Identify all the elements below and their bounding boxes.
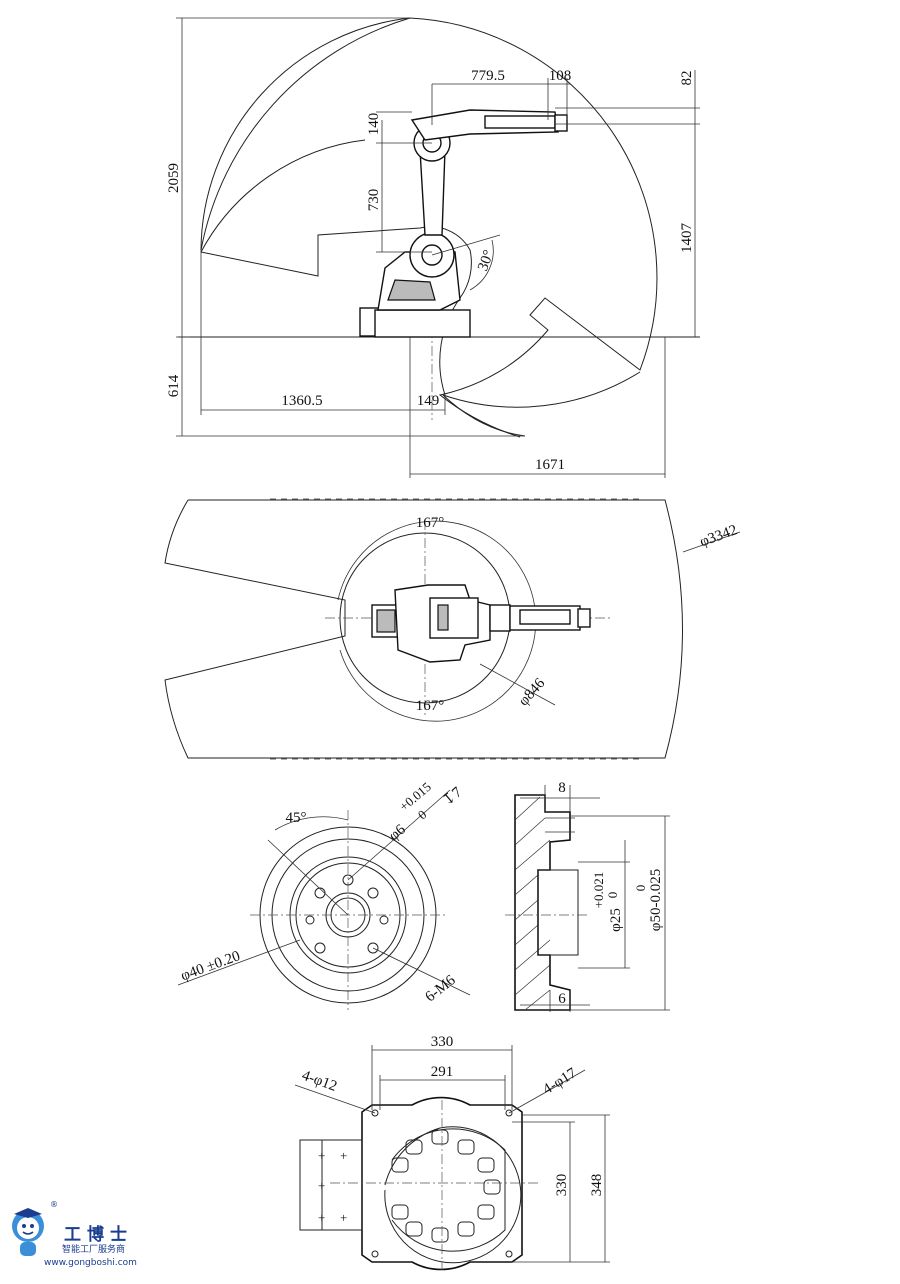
dim-base-outer-width: 330 bbox=[431, 1034, 454, 1050]
dim-section-bottom: 6 bbox=[558, 991, 566, 1007]
dim-upper-arm: 730 bbox=[366, 189, 382, 212]
brand-name: 工博士 bbox=[64, 1225, 133, 1245]
dim-arm-offset: 140 bbox=[366, 113, 382, 136]
svg-text:+: + bbox=[318, 1178, 325, 1193]
brand-slogan: 智能工厂服务商 bbox=[62, 1245, 126, 1255]
dim-inner-tol-upper: +0.021 bbox=[591, 872, 606, 909]
dim-inner-tol-lower: 0 bbox=[605, 892, 620, 899]
base-bolt-pockets bbox=[391, 1129, 501, 1243]
lower-envelope-arc bbox=[442, 371, 641, 408]
dim-section-top: 8 bbox=[558, 780, 566, 796]
robot-top-silhouette bbox=[371, 584, 591, 663]
dim-top: 82 bbox=[679, 71, 695, 86]
dim-forearm-reach: 779.5 bbox=[471, 68, 505, 84]
robot-side-silhouette bbox=[359, 109, 568, 338]
dim-offset: 149 bbox=[417, 393, 440, 409]
dim-front-reach: 1671 bbox=[535, 457, 565, 473]
svg-text:+: + bbox=[340, 1210, 347, 1225]
dim-base-inner-width: 291 bbox=[431, 1064, 454, 1080]
dim-hole-small: 4-φ12 bbox=[300, 1068, 339, 1095]
brand-url[interactable]: www.gongboshi.com bbox=[44, 1258, 137, 1268]
dim-angle-side: 30° bbox=[475, 248, 497, 273]
dim-flange-angle: 45° bbox=[286, 810, 307, 826]
outer-envelope-left bbox=[200, 17, 411, 251]
mascot-logo bbox=[12, 1208, 44, 1256]
dim-wrist: 108 bbox=[549, 68, 572, 84]
dim-base-height-inner: 330 bbox=[554, 1174, 570, 1197]
svg-text:+: + bbox=[318, 1210, 325, 1225]
brand-watermark: ® 工博士 智能工厂服务商 www.gongboshi.com bbox=[8, 1198, 158, 1276]
dim-inner: φ25 bbox=[608, 908, 624, 932]
dim-base-height-outer: 348 bbox=[589, 1174, 605, 1197]
dim-inner-diameter: φ846 bbox=[516, 675, 549, 709]
dim-angle-bottom: 167° bbox=[416, 698, 445, 714]
section-hatch bbox=[514, 796, 551, 1011]
top-envelope bbox=[164, 499, 683, 759]
dim-rear-reach: 1360.5 bbox=[281, 393, 322, 409]
dim-total-height: 2059 bbox=[166, 163, 182, 193]
top-view: 167° 167° φ3342 φ846 bbox=[164, 498, 741, 760]
base-view: + + + + + 330 bbox=[294, 1034, 610, 1271]
dim-hole-large: 4-φ17 bbox=[540, 1065, 580, 1098]
inner-envelope-arc bbox=[200, 139, 366, 253]
flange-section-view: 8 0 φ50-0.025 +0.021 0 φ25 6 bbox=[505, 780, 670, 1012]
dim-right-height: 1407 bbox=[679, 223, 695, 254]
dim-work-diameter: φ3342 bbox=[698, 522, 740, 550]
dim-pin: φ6 bbox=[386, 821, 409, 844]
dim-outer: φ50-0.025 bbox=[648, 869, 664, 931]
dim-pcd: φ40 ±0.20 bbox=[179, 948, 243, 984]
dim-angle-top: 167° bbox=[416, 515, 445, 531]
lower-envelope-bottom bbox=[442, 394, 526, 437]
dim-below-base: 614 bbox=[166, 374, 182, 397]
dim-pin-depth: ↧7 bbox=[440, 784, 466, 809]
svg-text:+: + bbox=[340, 1148, 347, 1163]
dim-outer-tol-upper: 0 bbox=[633, 885, 648, 892]
side-view: 2059 614 140 730 779.5 108 82 1407 1360.… bbox=[166, 17, 700, 478]
dim-threads: 6-M6 bbox=[422, 972, 459, 1005]
registered-mark: ® bbox=[50, 1200, 58, 1209]
dim-pin-tol-lower: 0 bbox=[415, 807, 430, 823]
outer-envelope-arc bbox=[200, 17, 658, 438]
base-cross-marks: + + + + + bbox=[318, 1148, 347, 1225]
svg-text:+: + bbox=[318, 1148, 325, 1163]
flange-front-view: 45° +0.015 φ6 0 ↧7 φ40 ±0.20 6-M6 bbox=[177, 779, 471, 1010]
